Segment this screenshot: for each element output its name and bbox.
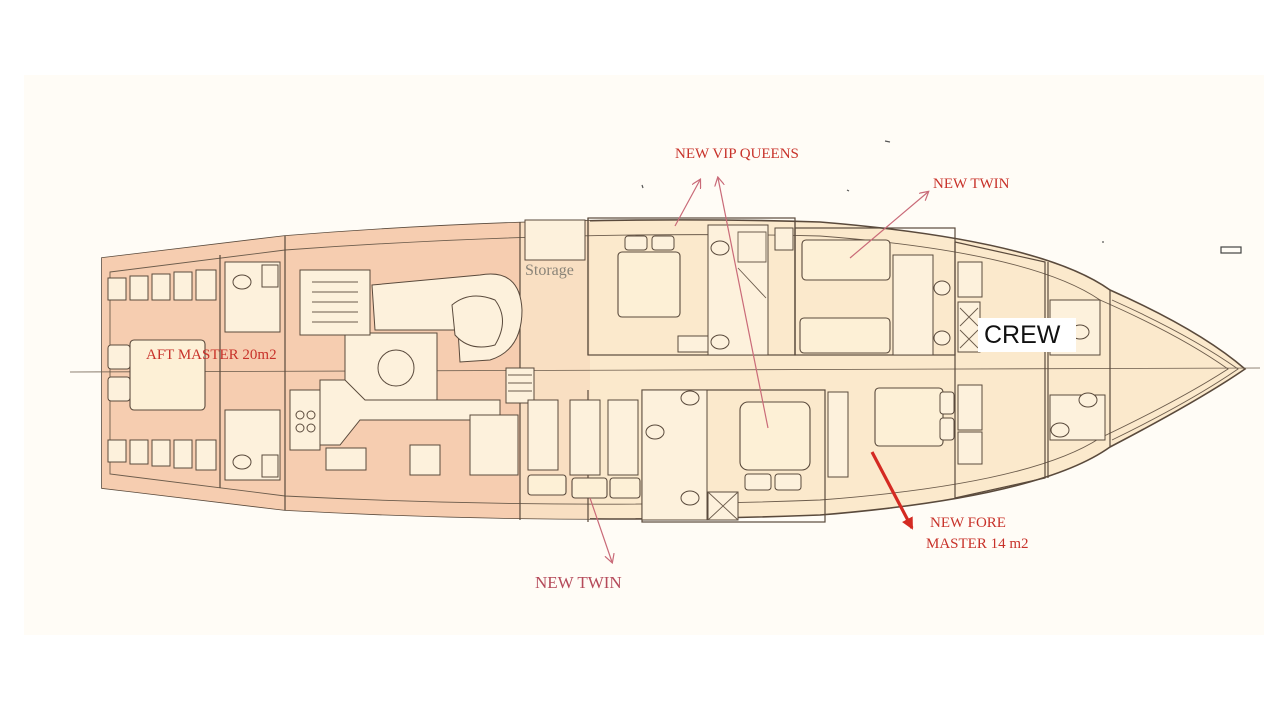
twin-cabin-upper (799, 239, 951, 356)
vip-cabin-starboard (641, 389, 811, 521)
twin-cabin-lower (527, 399, 641, 499)
arrow-vip-starboard (718, 178, 769, 429)
label-storage: Storage (525, 262, 574, 279)
aft-master-fixtures (107, 261, 281, 481)
label-new-vip-queens: NEW VIP QUEENS (675, 146, 799, 162)
label-new-twin-top: NEW TWIN (933, 176, 1010, 192)
stray-marks (641, 140, 1242, 254)
arrow-vip-port (674, 180, 700, 227)
saloon-fixtures (289, 219, 586, 476)
label-new-fore-line2: MASTER 14 m2 (926, 536, 1029, 552)
vip-cabin-port (617, 224, 794, 356)
annotation-arrows (589, 178, 928, 562)
arrow-twin-lower (589, 497, 612, 562)
label-new-twin-bottom: NEW TWIN (535, 573, 622, 592)
fore-master-cabin (827, 387, 955, 478)
arrow-twin-upper (849, 192, 928, 259)
arrow-fore-master (870, 451, 914, 530)
crew-label-bg (978, 318, 1076, 352)
label-crew: CREW (984, 321, 1061, 349)
label-new-fore-line1: NEW FORE (930, 515, 1006, 531)
bulkheads (219, 217, 1111, 523)
label-aft-master: AFT MASTER 20m2 (146, 347, 277, 363)
